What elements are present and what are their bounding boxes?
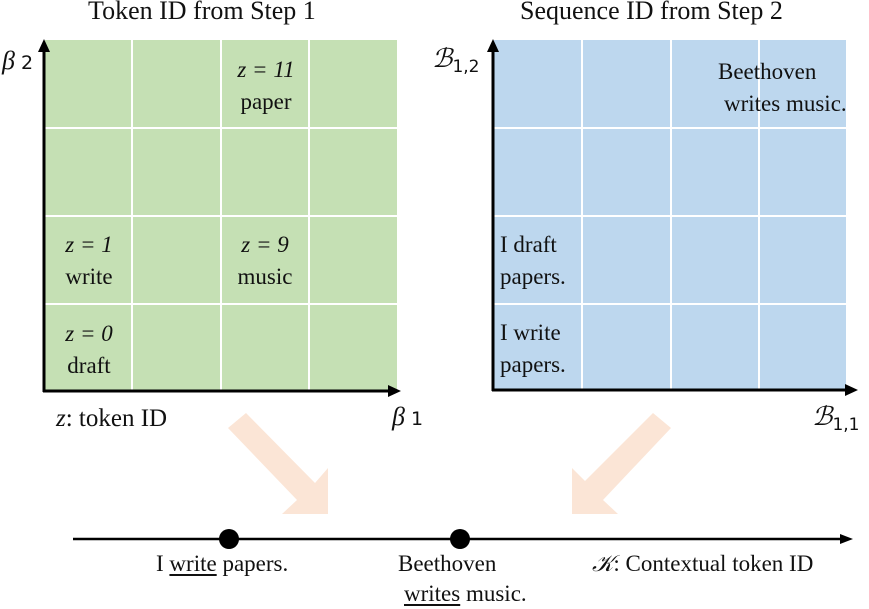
- sequence-line: Beethoven: [718, 59, 817, 84]
- arrow-down-right-icon: [228, 413, 328, 514]
- right-x-axis-label: ℬ1,1: [812, 402, 860, 440]
- token-cell-9: z = 9 music: [221, 229, 309, 293]
- token-word: paper: [240, 89, 292, 114]
- script-k-symbol: 𝒦: [592, 551, 614, 576]
- sequence-line: papers.: [500, 264, 566, 289]
- timeline-point: [219, 529, 239, 549]
- timeline-point: [450, 529, 470, 549]
- right-axes: [487, 39, 858, 396]
- label-text: papers.: [216, 551, 289, 576]
- sequence-line: writes music.: [724, 91, 847, 116]
- token-id: z = 11: [237, 57, 295, 82]
- axis-subscript: 1,2: [452, 57, 480, 77]
- axis-subscript: 1,1: [832, 415, 860, 435]
- axis-subscript: 1: [410, 408, 424, 430]
- legend-text: : token ID: [65, 405, 168, 432]
- underlined-token: write: [169, 551, 217, 576]
- token-id-legend: z: token ID: [56, 404, 167, 434]
- right-grid-lines: [494, 40, 846, 390]
- x-axis-arrowhead-icon: [388, 385, 401, 397]
- label-text: music.: [460, 581, 527, 606]
- token-word: music: [237, 264, 293, 289]
- beta-symbol: β: [392, 402, 405, 431]
- left-grid-lines: [45, 40, 397, 391]
- timeline-axis-label: 𝒦: Contextual token ID: [592, 549, 813, 579]
- right-panel-title: Sequence ID from Step 2: [520, 0, 783, 25]
- sequence-line: papers.: [500, 352, 566, 377]
- script-b-symbol: ℬ: [812, 402, 833, 431]
- underlined-token: writes: [404, 581, 461, 606]
- token-id: z = 1: [65, 232, 113, 257]
- token-word: write: [65, 264, 113, 289]
- timeline-point-label: Beethoven writes music.: [398, 549, 527, 609]
- arrow-down-left-icon: [572, 413, 671, 514]
- token-cell-1: z = 1 write: [45, 229, 133, 293]
- timeline-arrowhead-icon: [840, 534, 853, 544]
- sequence-line: I draft: [500, 232, 557, 257]
- beta-symbol: β: [2, 46, 15, 75]
- sequence-line: I write: [500, 320, 561, 345]
- label-text: Beethoven: [398, 551, 497, 576]
- script-b-symbol: ℬ: [432, 44, 453, 73]
- x-axis-arrowhead-icon: [845, 384, 858, 396]
- token-id: z = 0: [65, 321, 113, 346]
- axis-text: : Contextual token ID: [613, 551, 814, 576]
- right-y-axis-label: ℬ1,2: [432, 44, 480, 82]
- token-id: z = 9: [241, 232, 289, 257]
- token-cell-11: z = 11 paper: [221, 54, 311, 118]
- y-axis-arrowhead-icon: [487, 39, 499, 52]
- sequence-cell-beethoven: Beethoven writes music.: [718, 56, 847, 120]
- y-axis-arrowhead-icon: [38, 39, 50, 52]
- left-axes: [38, 39, 401, 397]
- z-symbol: z: [56, 405, 66, 432]
- left-panel-title: Token ID from Step 1: [88, 0, 316, 25]
- label-text: I: [156, 551, 170, 576]
- timeline-axis: [73, 529, 853, 549]
- token-word: draft: [67, 353, 111, 378]
- axis-subscript: 2: [20, 52, 34, 74]
- timeline-point-label: I write papers.: [156, 549, 288, 579]
- sequence-cell-draft: I draft papers.: [500, 229, 566, 293]
- token-cell-0: z = 0 draft: [45, 318, 133, 382]
- sequence-cell-write: I write papers.: [500, 317, 566, 381]
